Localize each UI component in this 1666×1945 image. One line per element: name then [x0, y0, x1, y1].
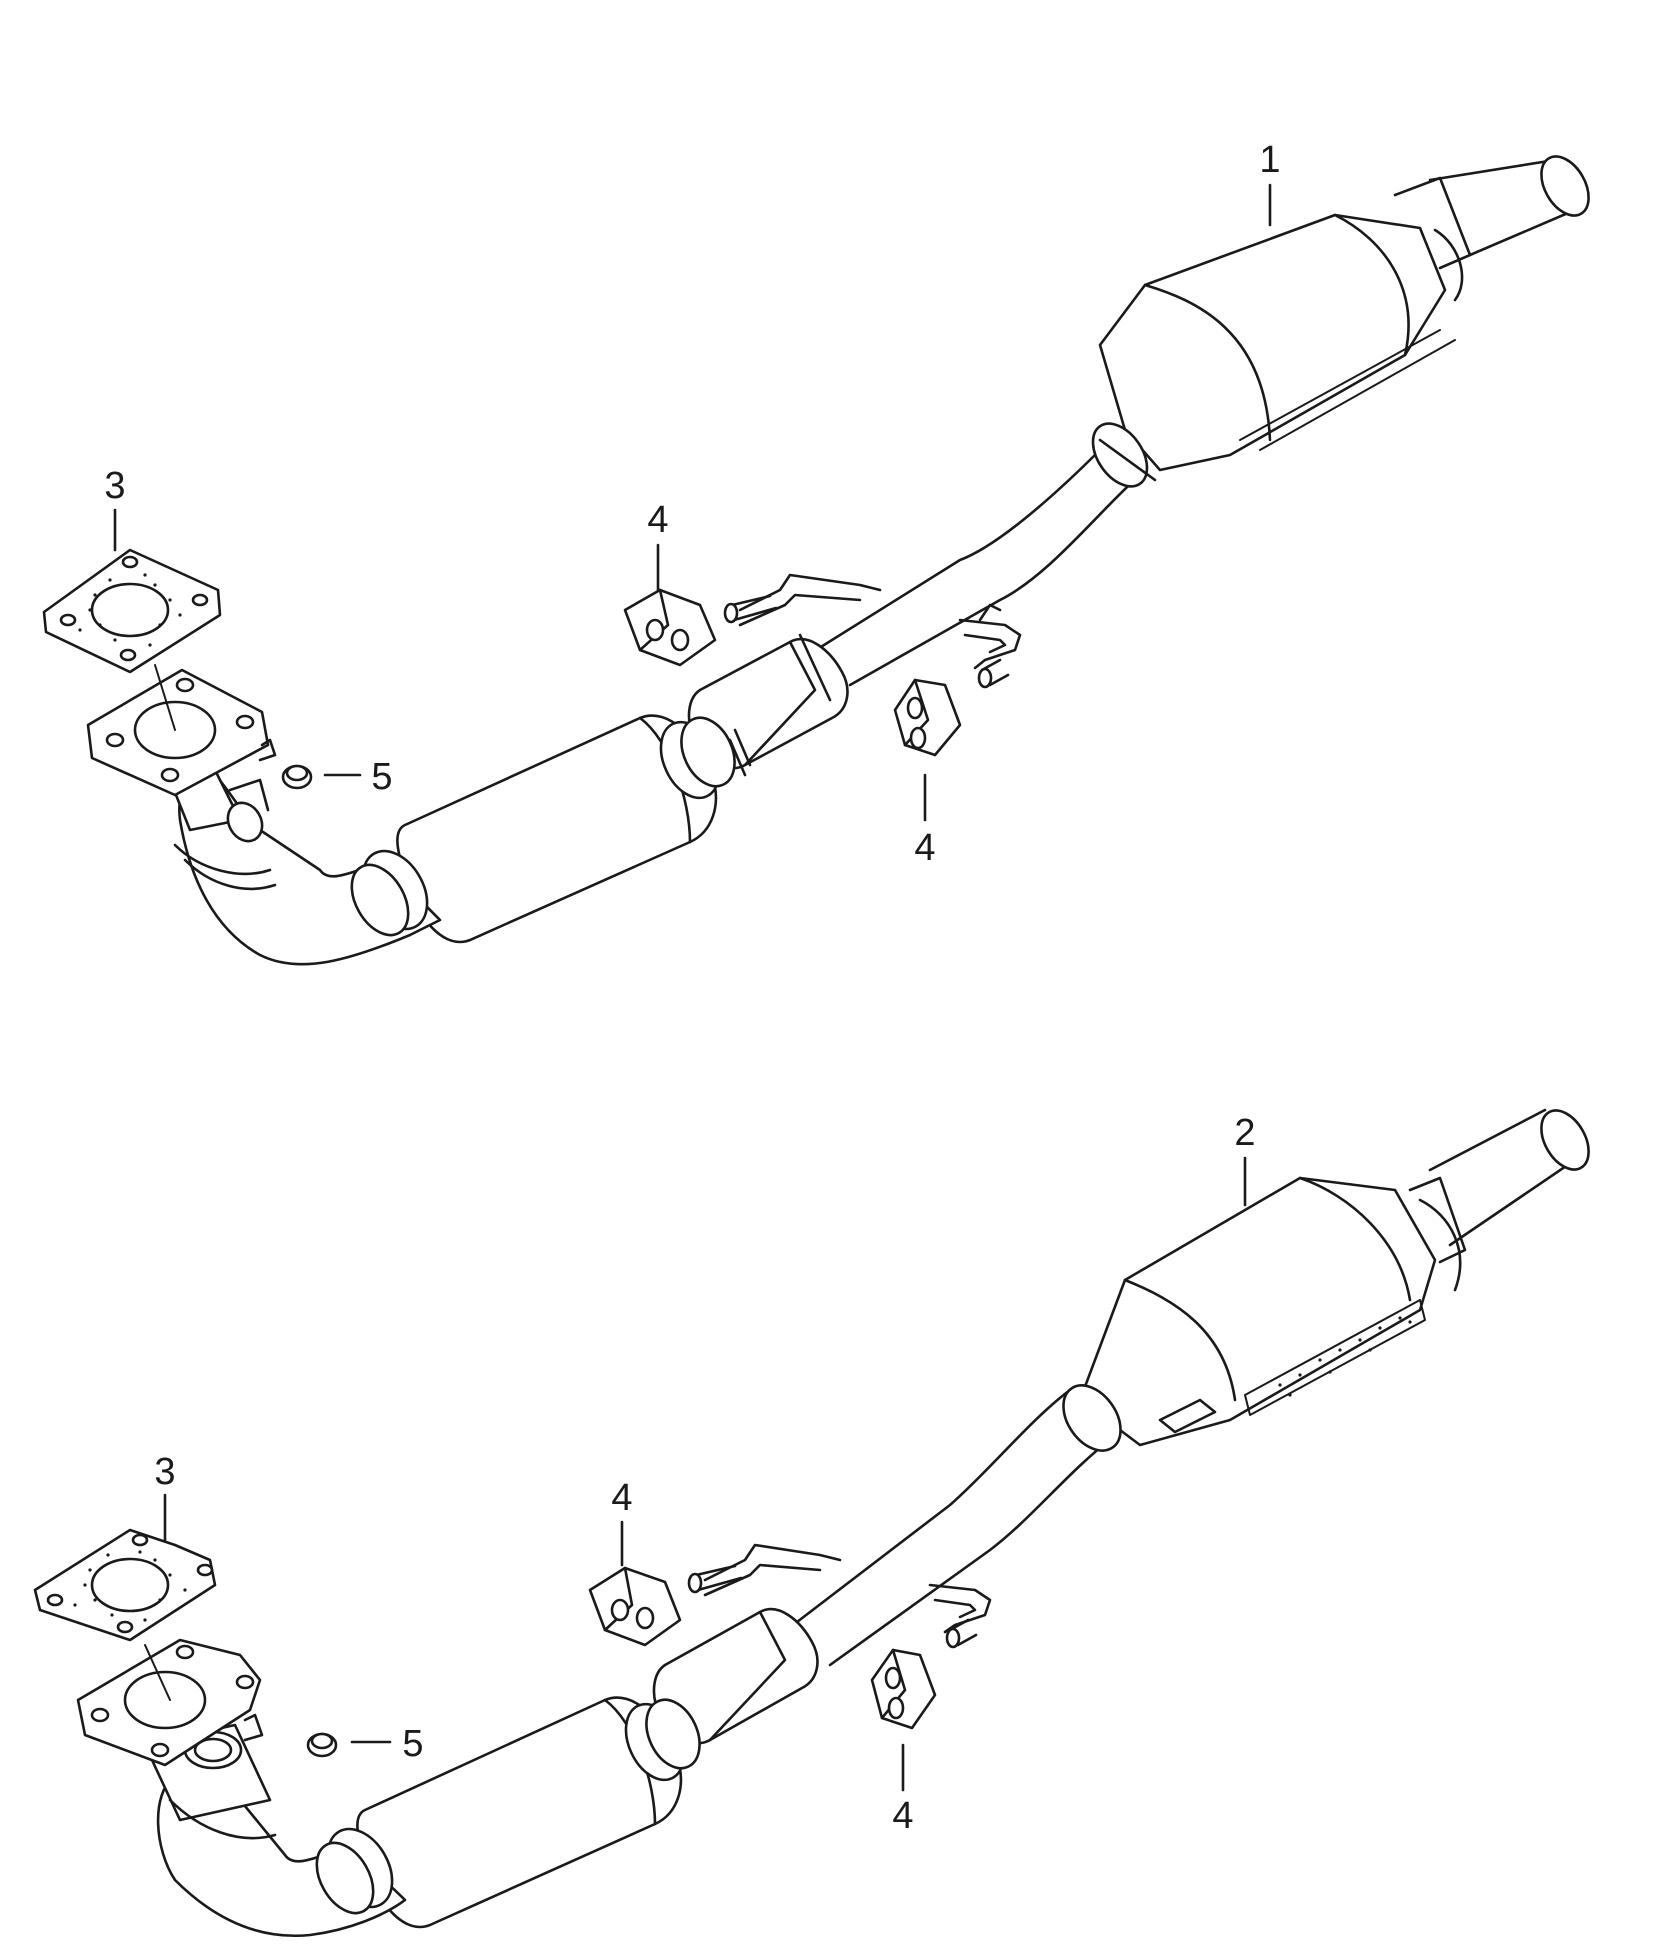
upper-callout-3: 3 — [104, 465, 125, 507]
upper-tail-pipe — [1393, 155, 1590, 270]
lower-middle-pipe — [778, 1384, 1122, 1667]
upper-middle-pipe — [798, 422, 1157, 687]
lower-assembly: 2 3 4 4 5 — [33, 1108, 1590, 1938]
upper-callout-4-right: 4 — [914, 827, 935, 869]
lower-hanger-right — [870, 1648, 937, 1730]
lower-catalytic-converter — [1078, 1176, 1462, 1447]
lower-tail-pipe — [1408, 1108, 1590, 1264]
upper-hanger-right — [893, 678, 962, 757]
lower-flange — [76, 1638, 264, 1767]
upper-flange — [86, 668, 277, 797]
lower-callout-2: 2 — [1234, 1112, 1255, 1154]
upper-bolt-right — [977, 658, 1010, 689]
lower-callout-3: 3 — [154, 1451, 175, 1493]
upper-hanger-left — [623, 588, 717, 667]
lower-nut — [306, 1732, 338, 1758]
lower-gasket — [33, 1528, 217, 1642]
upper-bolt-left — [723, 594, 778, 624]
upper-callout-5: 5 — [371, 756, 392, 798]
upper-callout-1: 1 — [1259, 139, 1280, 181]
lower-callout-5: 5 — [402, 1723, 423, 1765]
lower-leader-flange — [144, 1644, 171, 1701]
upper-front-pipe — [168, 768, 442, 966]
upper-assembly: 1 3 4 4 5 — [42, 139, 1590, 966]
lower-bracket — [703, 1543, 992, 1634]
upper-leader-flange — [154, 664, 176, 731]
upper-gasket — [42, 548, 222, 674]
lower-bolt-left — [687, 1564, 743, 1594]
lower-hanger-left — [588, 1566, 682, 1647]
upper-resonator — [396, 633, 849, 944]
lower-bolt-right — [945, 1618, 978, 1649]
upper-nut — [281, 764, 313, 790]
lower-callout-4-right: 4 — [892, 1795, 913, 1837]
upper-callout-4-left: 4 — [647, 499, 668, 541]
upper-catalytic-converter — [1098, 213, 1464, 472]
lower-resonator — [356, 1607, 819, 1929]
lower-callout-4-left: 4 — [611, 1477, 632, 1519]
